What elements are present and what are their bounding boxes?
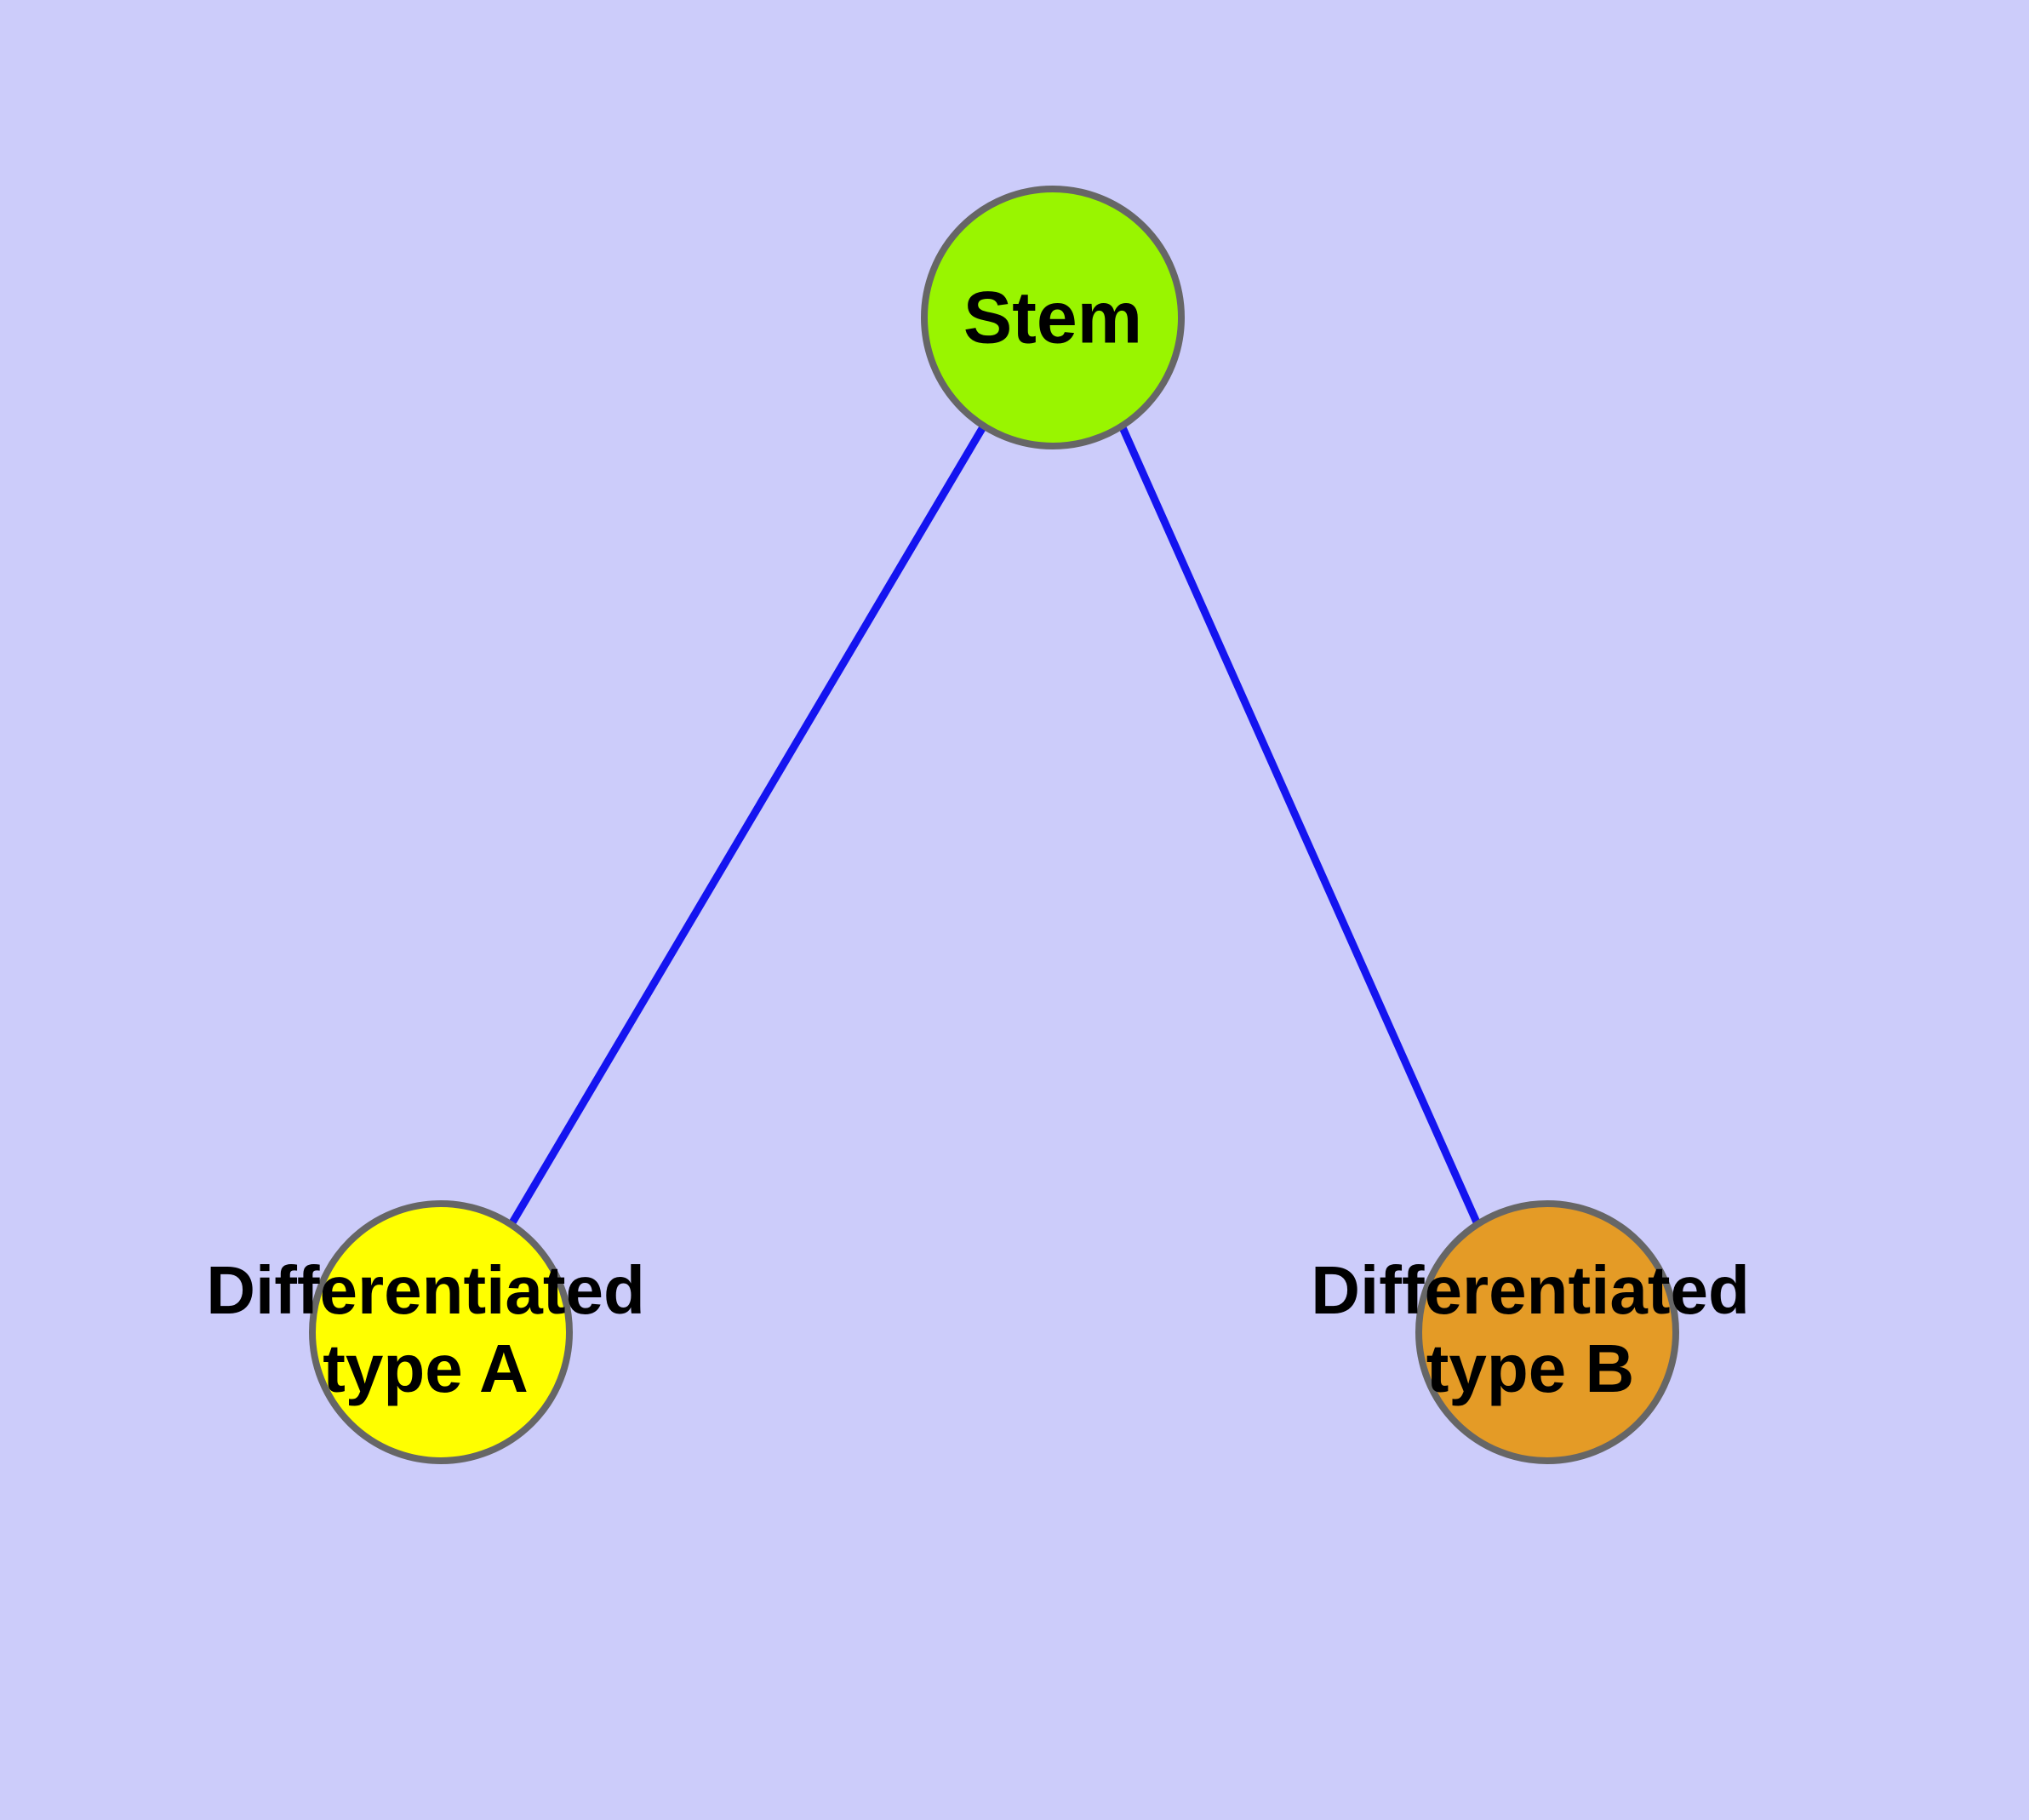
node-circle-differentiated-type-a[interactable]: [309, 1200, 573, 1464]
label-layer: Differentiated type A Differentiated typ…: [206, 1252, 1750, 1406]
node-label-differentiated-type-a-line1: Differentiated: [206, 1252, 645, 1328]
node-circle-differentiated-type-b[interactable]: [1415, 1200, 1679, 1464]
node-circle-stem[interactable]: [921, 186, 1185, 449]
node-label-stem: Stem: [963, 278, 1142, 359]
edge-stem-to-differentiated-type-b[interactable]: [1117, 424, 1482, 1226]
edge-stem-to-differentiated-type-a[interactable]: [508, 423, 987, 1227]
node-stem[interactable]: Stem: [921, 186, 1185, 449]
node-differentiated-type-b[interactable]: [1415, 1200, 1679, 1464]
node-differentiated-type-a[interactable]: [309, 1200, 573, 1464]
edge-layer: [508, 423, 1482, 1227]
node-label-differentiated-type-b-line2: type B: [1426, 1331, 1635, 1406]
node-label-differentiated-type-a-line2: type A: [323, 1331, 529, 1406]
node-label-differentiated-type-b-line1: Differentiated: [1311, 1252, 1750, 1328]
